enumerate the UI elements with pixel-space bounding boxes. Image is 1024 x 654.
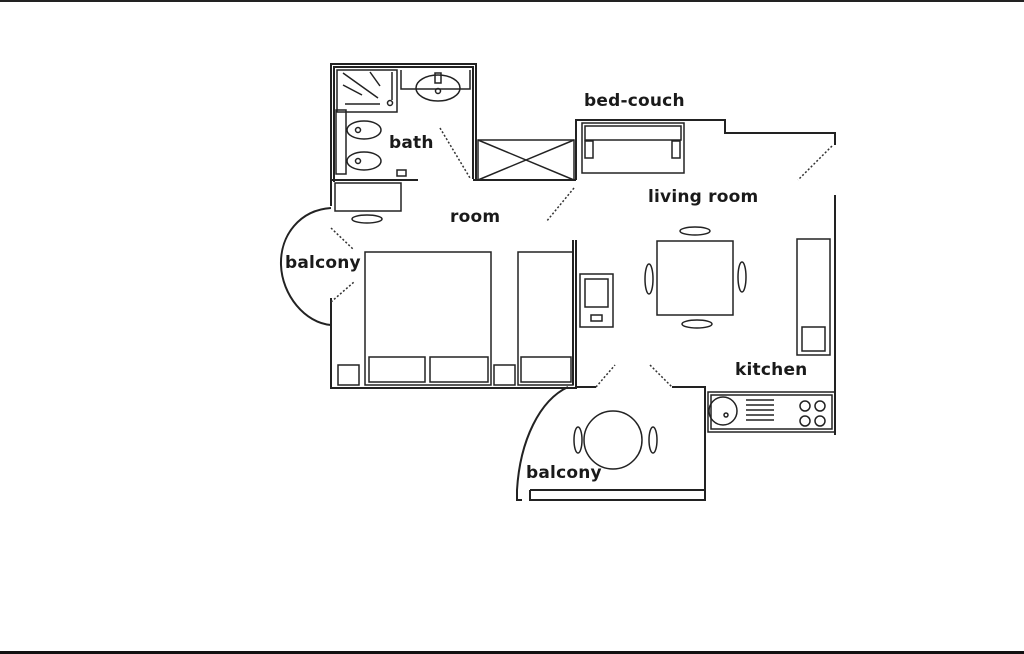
- kitchen-counter-icon: [707, 391, 836, 433]
- room-door-swing: [545, 187, 575, 223]
- top-border: [0, 0, 1024, 2]
- south-balcony-outline: [516, 364, 706, 501]
- single-bed-icon: [517, 251, 574, 386]
- bath-bench-icon: [335, 109, 347, 175]
- bottom-border: [0, 651, 1024, 654]
- label-balcony-south: balcony: [526, 463, 602, 483]
- double-bed-icon: [364, 251, 492, 386]
- label-room: room: [450, 207, 501, 227]
- label-kitchen: kitchen: [735, 360, 808, 380]
- toilet-icon: [346, 120, 382, 140]
- bath-small-box-icon: [396, 169, 407, 177]
- shower-icon: [336, 69, 398, 113]
- nightstand-right-icon: [493, 364, 516, 386]
- label-balcony-west: balcony: [285, 253, 361, 273]
- label-bath: bath: [389, 133, 434, 153]
- closet-icon: [473, 139, 576, 181]
- dining-table-icon: [644, 226, 747, 329]
- bath-door-swing: [439, 127, 471, 179]
- tv-cabinet-icon: [579, 273, 614, 328]
- label-living-room: living room: [648, 187, 759, 207]
- bidet-icon: [346, 151, 382, 171]
- west-balcony-outline: [279, 207, 355, 326]
- bed-couch-icon: [581, 122, 685, 174]
- fridge-icon: [796, 238, 831, 356]
- desk-icon: [334, 182, 402, 212]
- desk-chair-icon: [351, 214, 383, 224]
- label-bed-couch: bed-couch: [584, 91, 685, 111]
- bathroom-walls: [330, 63, 477, 182]
- nightstand-left-icon: [337, 364, 360, 386]
- bath-sink-icon: [400, 70, 471, 102]
